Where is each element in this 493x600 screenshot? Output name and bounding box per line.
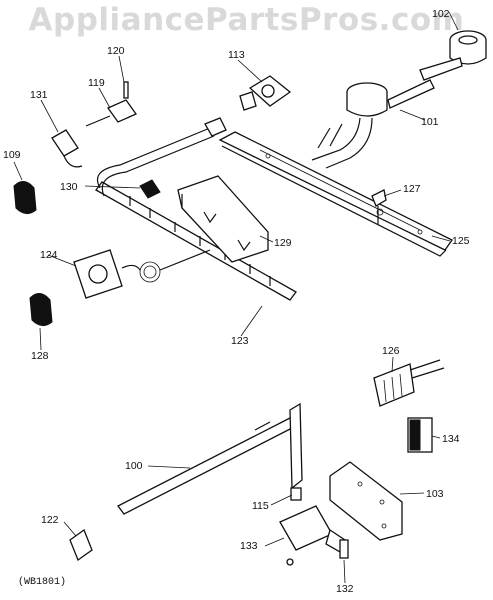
callout-100: 100 bbox=[125, 460, 143, 472]
burner-clip[interactable] bbox=[371, 189, 387, 225]
gas-fitting[interactable] bbox=[339, 539, 349, 559]
manifold-valve-stubs bbox=[129, 196, 271, 286]
callout-103: 103 bbox=[426, 488, 444, 500]
callout-124: 124 bbox=[40, 249, 58, 261]
oven-thermostat[interactable] bbox=[73, 249, 211, 299]
callout-133: 133 bbox=[240, 540, 258, 552]
safety-valve[interactable] bbox=[279, 505, 346, 566]
gas-manifold[interactable] bbox=[95, 117, 297, 301]
callout-126: 126 bbox=[382, 345, 400, 357]
callout-123: 123 bbox=[231, 335, 249, 347]
control-knob-lower[interactable] bbox=[29, 293, 53, 326]
callout-101: 101 bbox=[421, 116, 439, 128]
heat-shield[interactable] bbox=[177, 175, 269, 263]
callout-109: 109 bbox=[3, 149, 21, 161]
callout-115: 115 bbox=[252, 500, 269, 512]
ignition-fitting[interactable] bbox=[139, 179, 161, 199]
callout-113: 113 bbox=[228, 49, 245, 61]
callout-127: 127 bbox=[403, 183, 421, 195]
callout-131: 131 bbox=[30, 89, 48, 101]
callout-120: 120 bbox=[107, 45, 125, 57]
burner-bracket[interactable] bbox=[218, 131, 453, 257]
spark-module[interactable] bbox=[407, 417, 433, 453]
valve-bracket[interactable] bbox=[329, 461, 403, 541]
callout-128: 128 bbox=[31, 350, 49, 362]
leader-lines bbox=[13, 11, 459, 584]
diagram-code: (WB1801) bbox=[18, 576, 66, 588]
oven-burner-tube[interactable] bbox=[117, 402, 303, 515]
callout-102: 102 bbox=[432, 8, 450, 20]
spark-igniter[interactable] bbox=[373, 359, 445, 407]
callout-132: 132 bbox=[336, 583, 354, 595]
control-knob-upper[interactable] bbox=[13, 181, 37, 214]
callout-125: 125 bbox=[452, 235, 470, 247]
callout-130: 130 bbox=[60, 181, 78, 193]
burner-assembly[interactable] bbox=[311, 30, 487, 169]
callout-129: 129 bbox=[274, 237, 292, 249]
burner-orifice[interactable] bbox=[290, 487, 302, 501]
callout-119: 119 bbox=[88, 77, 105, 89]
orifice-holder[interactable] bbox=[239, 75, 292, 111]
callout-labels: 102 101 113 120 119 131 109 130 127 125 … bbox=[3, 8, 470, 595]
callout-122: 122 bbox=[41, 514, 59, 526]
watermark-text: AppliancePartsPros.com bbox=[28, 2, 465, 38]
burner-valve[interactable] bbox=[85, 81, 137, 127]
callout-134: 134 bbox=[442, 433, 460, 445]
small-bracket[interactable] bbox=[69, 528, 93, 562]
spark-switch[interactable] bbox=[51, 129, 83, 168]
